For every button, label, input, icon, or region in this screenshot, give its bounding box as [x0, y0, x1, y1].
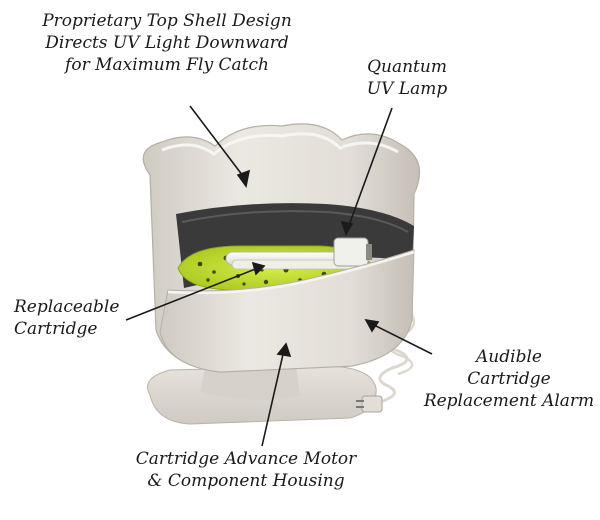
callout-alarm-line-3: Replacement Alarm: [423, 391, 595, 411]
callout-cartridge-line-2: Cartridge: [14, 319, 98, 339]
base-stand: [147, 365, 377, 425]
callout-alarm-line-2: Cartridge: [467, 369, 551, 389]
callout-uv-lamp: Quantum UV Lamp: [352, 56, 462, 100]
callout-alarm: Audible Cartridge Replacement Alarm: [420, 346, 598, 412]
callout-top-shell-line-3: for Maximum Fly Catch: [65, 55, 269, 75]
uv-lamp: [225, 237, 372, 270]
callout-motor-line-1: Cartridge Advance Motor: [135, 449, 357, 469]
callout-top-shell-line-1: Proprietary Top Shell Design: [42, 11, 292, 31]
front-lip: [159, 249, 415, 373]
callout-motor-line-2: & Component Housing: [147, 471, 345, 491]
callout-uv-lamp-line-2: UV Lamp: [366, 79, 448, 99]
callout-cartridge: Replaceable Cartridge: [14, 296, 144, 340]
callout-cartridge-line-1: Replaceable: [14, 297, 120, 317]
callout-alarm-line-1: Audible: [476, 347, 542, 367]
callout-uv-lamp-line-1: Quantum: [367, 57, 447, 77]
callout-pointers: [125, 105, 433, 447]
callout-top-shell: Proprietary Top Shell Design Directs UV …: [22, 10, 312, 76]
callout-top-shell-line-2: Directs UV Light Downward: [45, 33, 289, 53]
callout-motor: Cartridge Advance Motor & Component Hous…: [96, 448, 396, 492]
plug-icon: [356, 395, 383, 413]
